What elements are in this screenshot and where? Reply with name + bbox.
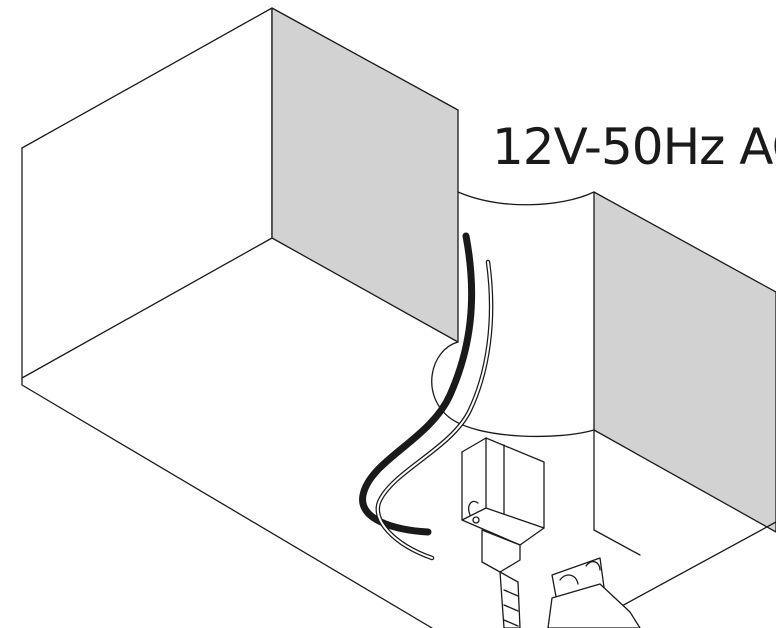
ceiling-block-right bbox=[593, 191, 776, 621]
transformer-connector bbox=[481, 529, 521, 573]
cable-recess bbox=[431, 191, 595, 438]
clip-spring-right bbox=[585, 560, 601, 571]
cable-thick bbox=[359, 232, 476, 536]
transformer-edges bbox=[461, 437, 545, 529]
recess-top-curve bbox=[457, 191, 595, 206]
power-cables bbox=[359, 232, 494, 561]
block-right-side-face bbox=[593, 191, 776, 533]
transformer-symbol bbox=[468, 500, 479, 516]
spotlight-rim bbox=[547, 583, 641, 628]
transformer-lead bbox=[499, 571, 521, 628]
cable-thin-core bbox=[377, 261, 493, 559]
clip-spring-left bbox=[559, 574, 579, 585]
transformer-unit bbox=[461, 437, 545, 628]
block-right-lower-edge bbox=[595, 521, 776, 621]
transformer-lead-ridges bbox=[503, 589, 519, 627]
voltage-label: 12V-50Hz AC bbox=[492, 118, 776, 176]
transformer-screw bbox=[472, 516, 480, 524]
block-right-bottom-edge bbox=[593, 429, 641, 556]
spotlight-clip bbox=[547, 557, 641, 628]
ceiling-block-left bbox=[21, 7, 459, 628]
block-left-front-face bbox=[21, 7, 273, 379]
block-left-side-face bbox=[271, 7, 459, 343]
recess-bottom-curve bbox=[431, 341, 595, 438]
block-left-bottom-edge bbox=[21, 377, 433, 628]
transformer-body bbox=[461, 437, 545, 546]
